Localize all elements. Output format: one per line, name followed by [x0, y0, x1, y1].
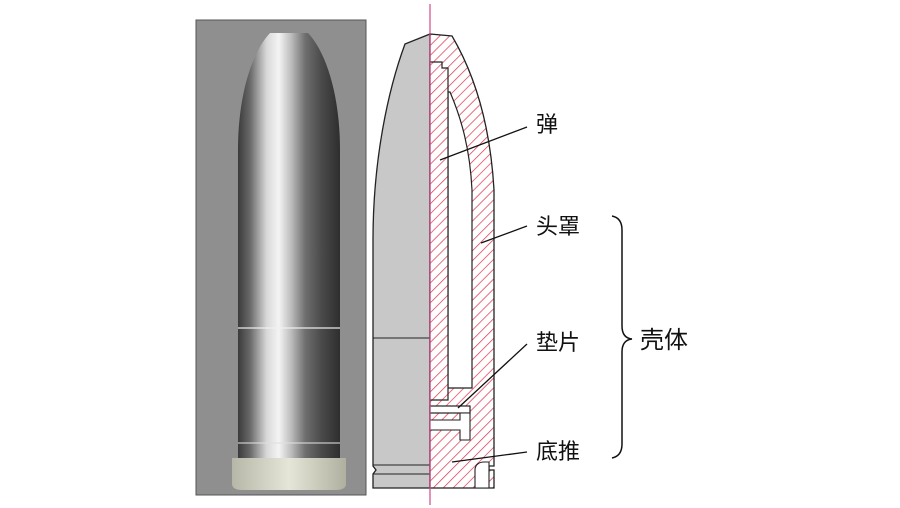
- gasket-plate: [429, 405, 471, 414]
- cross-section: [372, 4, 495, 505]
- bullet-photo: [195, 19, 367, 496]
- base-recess: [474, 461, 490, 489]
- projectile-core: [429, 61, 449, 401]
- leader-head-cover: [480, 225, 528, 244]
- photo-bullet-base: [232, 458, 346, 490]
- shell-brace: [611, 215, 633, 459]
- inner-cavity: [447, 91, 473, 389]
- leader-projectile: [439, 126, 528, 161]
- base-step: [429, 412, 471, 441]
- leader-gasket: [457, 343, 528, 409]
- photo-bullet-body: [238, 33, 340, 458]
- leader-base-pusher: [451, 451, 528, 463]
- label-projectile: 弹: [536, 113, 558, 138]
- label-base-pusher: 底推: [536, 440, 580, 465]
- label-shell: 壳体: [640, 326, 688, 354]
- label-gasket: 垫片: [536, 331, 580, 356]
- label-head-cover: 头罩: [536, 215, 580, 240]
- external-view-half: [372, 33, 431, 489]
- leader-lines: [439, 126, 528, 463]
